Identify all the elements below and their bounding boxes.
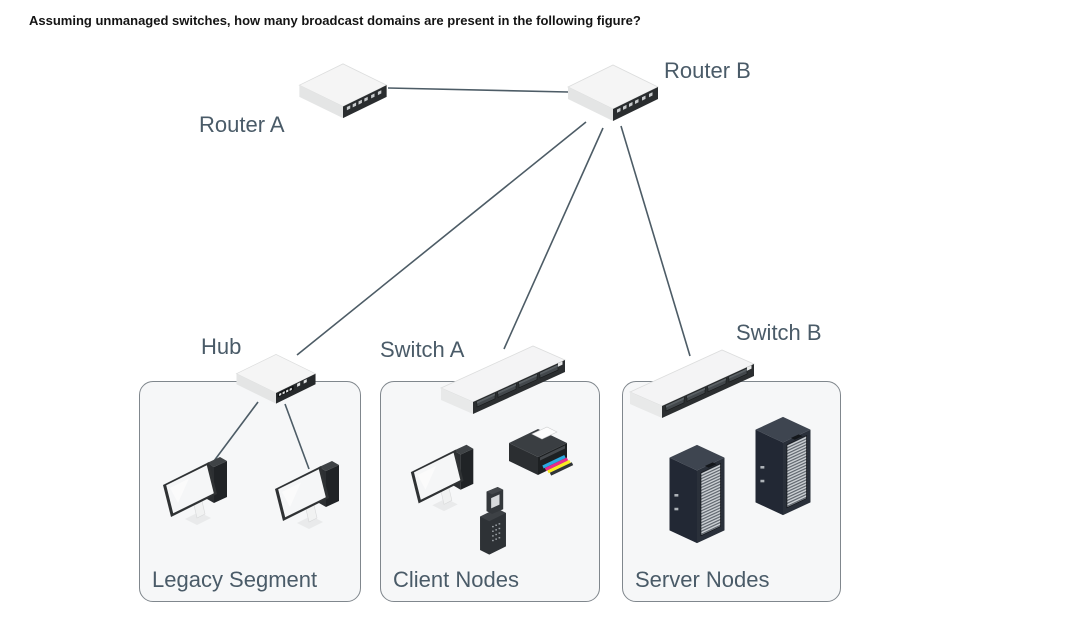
desktop-computer-icon — [160, 448, 236, 532]
ip-phone-icon — [468, 487, 518, 563]
switch-b-label: Switch B — [736, 320, 822, 345]
router-b-label: Router B — [664, 58, 751, 83]
question-text: Assuming unmanaged switches, how many br… — [29, 13, 641, 28]
hub-icon — [228, 350, 324, 408]
printer-icon — [503, 420, 575, 484]
connection-router-b-switch-b — [620, 125, 691, 357]
legacy-segment-label: Legacy Segment — [152, 567, 318, 592]
hub-label: Hub — [201, 334, 242, 359]
router-a-label: Router A — [199, 112, 285, 137]
server-rack-icon — [748, 412, 818, 522]
router-icon — [293, 59, 393, 123]
desktop-computer-icon — [272, 452, 348, 536]
connection-router-b-switch-a — [503, 127, 604, 350]
switch-icon — [626, 340, 758, 422]
server-nodes-label: Server Nodes — [635, 567, 770, 592]
client-nodes-label: Client Nodes — [393, 567, 519, 592]
connection-router-b-hub — [296, 121, 587, 356]
router-icon — [563, 60, 663, 126]
switch-a-label: Switch A — [380, 337, 465, 362]
connection-router-a-router-b — [387, 87, 569, 93]
server-rack-icon — [662, 440, 732, 550]
server-nodes-box: Server Nodes — [622, 381, 841, 602]
